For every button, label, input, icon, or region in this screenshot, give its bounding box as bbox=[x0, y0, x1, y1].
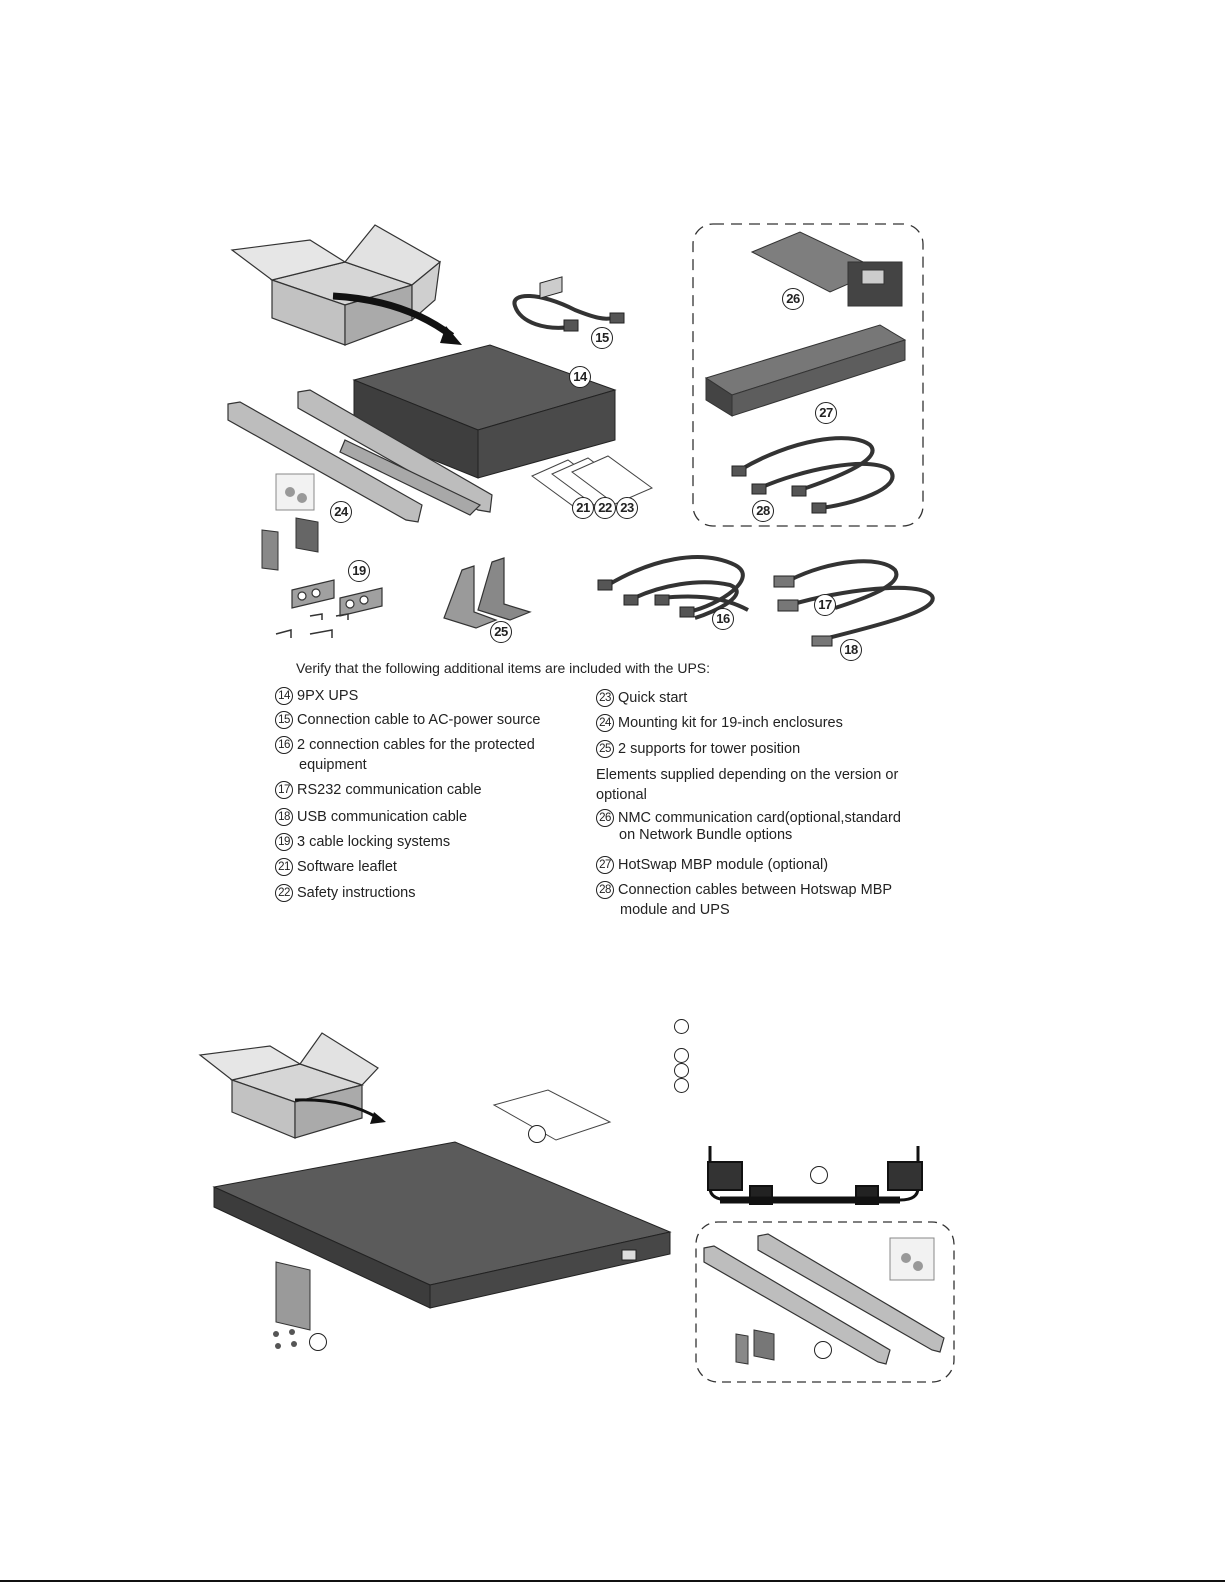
rack-ups-unit bbox=[212, 1141, 672, 1309]
item-text: NMC communication card(optional,standard bbox=[618, 810, 901, 826]
documents-21-22-23 bbox=[531, 455, 654, 507]
item-text: HotSwap MBP module (optional) bbox=[618, 857, 829, 873]
optional-heading-line2: optional bbox=[596, 787, 647, 803]
item-text: 3 cable locking systems bbox=[297, 834, 451, 850]
cable-locks-19 bbox=[291, 579, 383, 617]
rail-kit-frame bbox=[695, 1221, 955, 1383]
item-text: USB communication cable bbox=[297, 809, 468, 825]
empty-callout bbox=[674, 1019, 689, 1034]
item-text: Quick start bbox=[618, 690, 688, 706]
empty-callout bbox=[674, 1078, 689, 1093]
item-number: 15 bbox=[275, 711, 293, 729]
item-text: Mounting kit for 19-inch enclosures bbox=[618, 715, 843, 731]
item-text: 2 supports for tower position bbox=[618, 741, 801, 757]
cables-28 bbox=[738, 436, 895, 510]
item-number: 22 bbox=[275, 884, 293, 902]
item-number: 16 bbox=[275, 736, 293, 754]
callout-19: 19 bbox=[348, 560, 370, 582]
callout-28: 28 bbox=[752, 500, 774, 522]
screw-bag-bottom bbox=[889, 1237, 935, 1281]
intro-text: Verify that the following additional ite… bbox=[296, 660, 711, 676]
item-text: RS232 communication cable bbox=[297, 782, 482, 798]
empty-callout bbox=[528, 1125, 546, 1143]
unpack-arrow-top bbox=[332, 292, 455, 339]
tower-supports-25 bbox=[443, 557, 532, 629]
item-number: 24 bbox=[596, 714, 614, 732]
item-text: Connection cable to AC-power source bbox=[297, 712, 541, 728]
item-number: 18 bbox=[275, 808, 293, 826]
item-number: 28 bbox=[596, 881, 614, 899]
optional-items-frame bbox=[692, 223, 924, 527]
callout-23: 23 bbox=[616, 497, 638, 519]
callout-26: 26 bbox=[782, 288, 804, 310]
item-number: 25 bbox=[596, 740, 614, 758]
callout-25: 25 bbox=[490, 621, 512, 643]
callout-17: 17 bbox=[814, 594, 836, 616]
ups-unit-14 bbox=[352, 276, 617, 479]
optional-heading-line1: Elements supplied depending on the versi… bbox=[596, 767, 899, 783]
document-sheet-bottom bbox=[492, 1089, 612, 1141]
item-text-continued: on Network Bundle options bbox=[619, 827, 793, 843]
empty-callout bbox=[309, 1333, 327, 1351]
callout-18: 18 bbox=[840, 639, 862, 661]
unpack-arrow-bottom bbox=[294, 1098, 379, 1120]
item-number: 26 bbox=[596, 809, 614, 827]
item-number: 27 bbox=[596, 856, 614, 874]
optional-items-heading: Elements supplied depending on the versi… bbox=[596, 765, 898, 805]
empty-callout bbox=[810, 1166, 828, 1184]
item-number: 17 bbox=[275, 781, 293, 799]
callout-27: 27 bbox=[815, 402, 837, 424]
page-bottom-rule bbox=[0, 1580, 1225, 1582]
item-text: Safety instructions bbox=[297, 885, 416, 901]
item-number: 14 bbox=[275, 687, 293, 705]
empty-callout bbox=[814, 1341, 832, 1359]
empty-callout bbox=[674, 1048, 689, 1063]
cables-17-18 bbox=[789, 559, 935, 642]
open-box-top bbox=[230, 224, 442, 346]
rail-kit-bottom bbox=[703, 1233, 945, 1365]
power-cable-15 bbox=[512, 294, 613, 330]
handle-assembly bbox=[707, 1146, 923, 1205]
callout-14: 14 bbox=[569, 366, 591, 388]
item-text-continued: module and UPS bbox=[620, 902, 730, 918]
item-text: 2 connection cables for the protected bbox=[297, 737, 535, 753]
item-text: Connection cables between Hotswap MBP bbox=[618, 882, 893, 898]
mounting-plate bbox=[275, 1261, 311, 1331]
item-number: 19 bbox=[275, 833, 293, 851]
item-number: 21 bbox=[275, 858, 293, 876]
item-number: 23 bbox=[596, 689, 614, 707]
item-text-continued: equipment bbox=[299, 757, 367, 773]
nmc-card-26 bbox=[750, 231, 903, 307]
item-text: Software leaflet bbox=[297, 859, 397, 875]
open-box-bottom bbox=[198, 1032, 379, 1139]
rails-24 bbox=[227, 389, 493, 523]
mbp-module-27 bbox=[704, 324, 907, 417]
empty-callout bbox=[674, 1063, 689, 1078]
callout-16: 16 bbox=[712, 608, 734, 630]
callout-22: 22 bbox=[594, 497, 616, 519]
item-text: 9PX UPS bbox=[297, 688, 359, 704]
callout-21: 21 bbox=[572, 497, 594, 519]
callout-15: 15 bbox=[591, 327, 613, 349]
callout-24: 24 bbox=[330, 501, 352, 523]
